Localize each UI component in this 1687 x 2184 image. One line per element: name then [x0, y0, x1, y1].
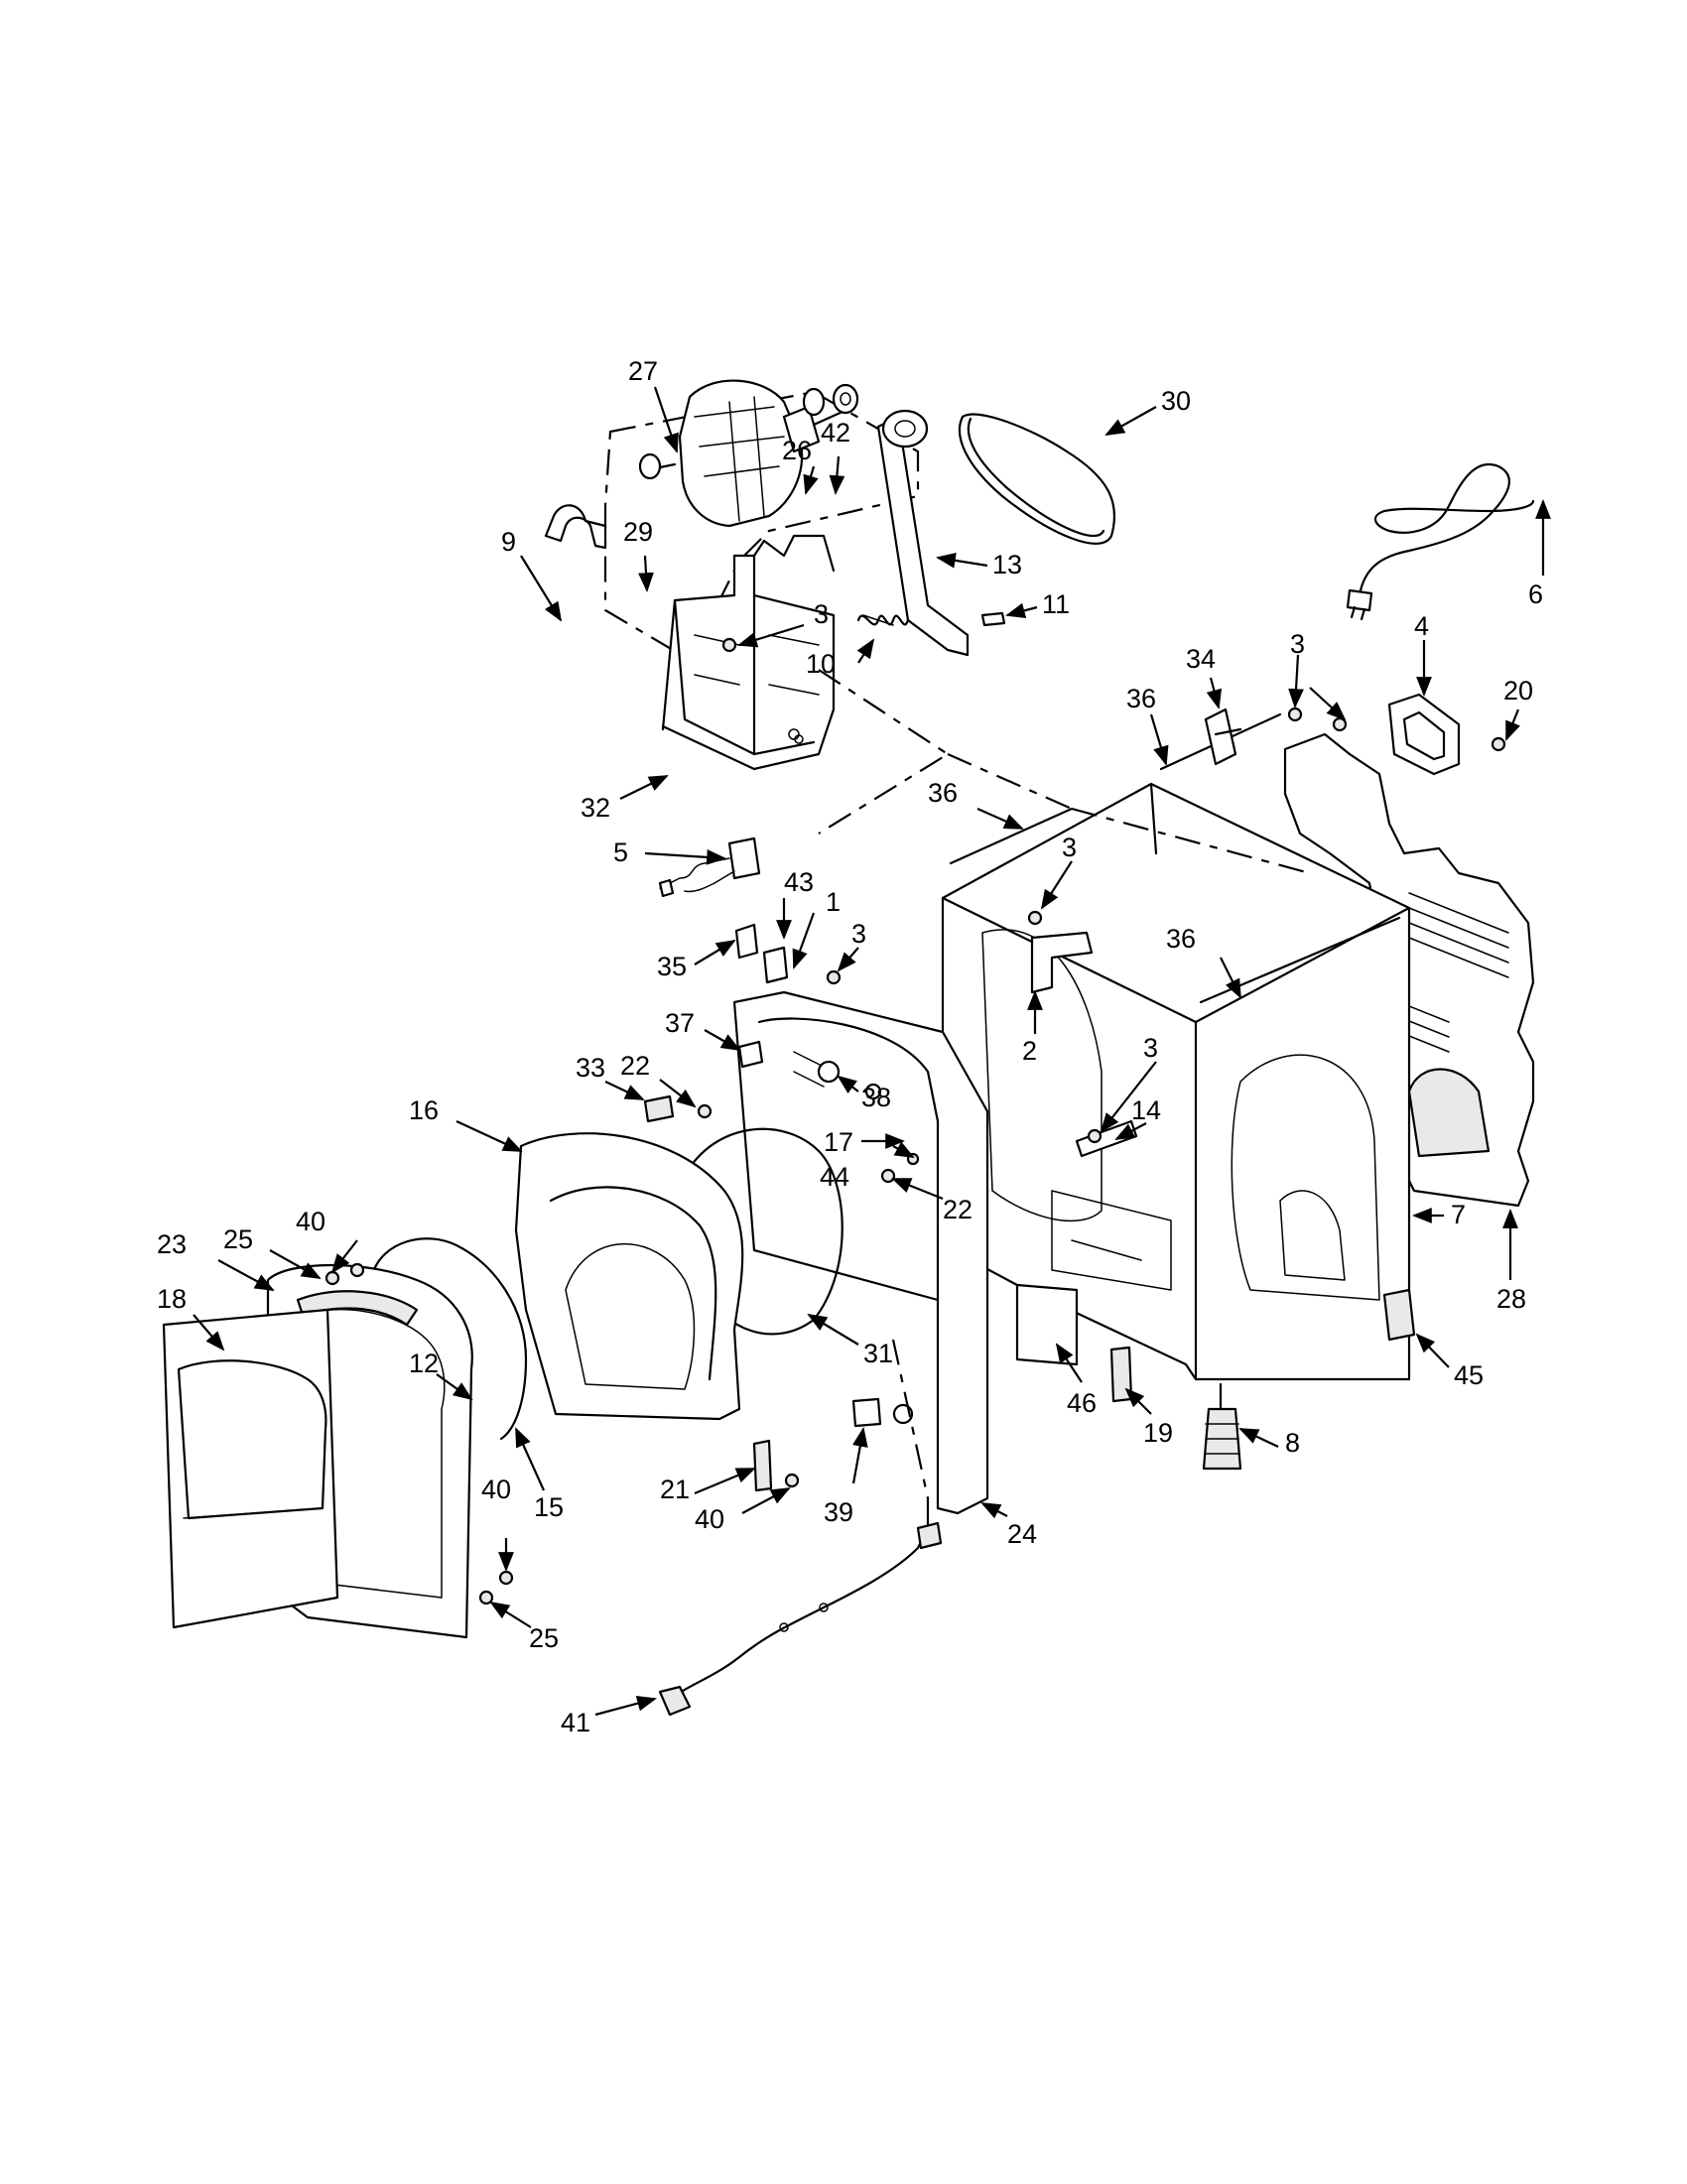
small-bracket-43 — [762, 946, 789, 984]
callout-35: 35 — [657, 952, 687, 981]
panel — [1015, 1283, 1079, 1366]
callout-41: 41 — [561, 1708, 590, 1737]
drum-seal — [683, 1127, 844, 1336]
callout-2: 2 — [1022, 1036, 1037, 1066]
callout-27: 27 — [628, 356, 658, 386]
callout-1: 1 — [826, 887, 841, 917]
callout-19: 19 — [1143, 1418, 1173, 1448]
callout-17: 17 — [824, 1127, 853, 1157]
hinge — [1109, 1346, 1133, 1403]
door-gasket — [370, 1237, 528, 1441]
callout-11: 11 — [1042, 589, 1070, 619]
callout-22-upper: 22 — [620, 1051, 650, 1081]
callout-8: 8 — [1285, 1428, 1300, 1458]
inner-door — [514, 1132, 744, 1421]
callout-3-lower: 3 — [1143, 1033, 1158, 1063]
motor-clamp — [544, 504, 607, 550]
top-strip-left — [949, 807, 1074, 865]
front-panel — [732, 990, 989, 1515]
callout-38: 38 — [861, 1083, 891, 1112]
callout-15: 15 — [534, 1492, 564, 1522]
callout-36-top: 36 — [1126, 684, 1156, 713]
screws — [324, 637, 1506, 1606]
latch-33 — [643, 1094, 675, 1123]
leveling-leg — [1202, 1382, 1242, 1471]
callout-14: 14 — [1131, 1095, 1161, 1125]
callout-3-cabinet: 3 — [1062, 833, 1077, 862]
callout-3-motor: 3 — [814, 599, 829, 629]
callout-18: 18 — [157, 1284, 187, 1314]
callout-20: 20 — [1503, 676, 1533, 706]
callout-37: 37 — [665, 1008, 695, 1038]
callout-16: 16 — [409, 1095, 439, 1125]
alignment-line-cabinet — [947, 752, 1073, 811]
callout-24: 24 — [1007, 1519, 1037, 1549]
door-hinge — [752, 1439, 773, 1492]
callout-6: 6 — [1528, 579, 1543, 609]
callout-22-lower: 22 — [943, 1195, 973, 1224]
power-cord — [1346, 463, 1535, 621]
callout-43: 43 — [784, 867, 814, 897]
callout-25-top: 25 — [223, 1224, 253, 1254]
callout-23: 23 — [157, 1229, 187, 1259]
callout-32: 32 — [581, 793, 610, 823]
callout-33: 33 — [576, 1053, 605, 1083]
idler-arm-assembly — [856, 409, 1006, 657]
motor-assembly-group — [603, 379, 920, 662]
access-cover — [1387, 693, 1461, 776]
callout-34: 34 — [1186, 644, 1216, 674]
callout-21: 21 — [660, 1475, 690, 1504]
callout-31: 31 — [863, 1339, 893, 1368]
callout-36-front: 36 — [1166, 924, 1196, 954]
callout-5: 5 — [613, 837, 628, 867]
motor-switch — [658, 836, 761, 898]
callout-9: 9 — [501, 527, 516, 557]
light-38 — [817, 1060, 841, 1084]
callout-12: 12 — [409, 1349, 439, 1378]
callout-13: 13 — [992, 550, 1022, 579]
callout-28: 28 — [1496, 1284, 1526, 1314]
clip — [1204, 707, 1242, 766]
block — [1382, 1288, 1416, 1342]
switch-37 — [737, 1040, 764, 1069]
callout-40-top: 40 — [296, 1207, 325, 1236]
callout-29: 29 — [623, 517, 653, 547]
callout-10: 10 — [806, 649, 836, 679]
cabinet — [941, 782, 1411, 1381]
callout-36-left: 36 — [928, 778, 958, 808]
alignment-line-front — [1071, 807, 1311, 875]
callout-46: 46 — [1067, 1388, 1097, 1418]
callout-40-side: 40 — [481, 1475, 511, 1504]
callout-45: 45 — [1454, 1360, 1484, 1390]
callout-arrows — [193, 386, 1551, 1717]
callout-4: 4 — [1414, 611, 1429, 641]
callout-44: 44 — [820, 1162, 849, 1192]
drive-belt — [958, 413, 1116, 545]
callout-7: 7 — [1451, 1200, 1466, 1229]
small-bracket-35 — [734, 923, 759, 960]
callout-26: 26 — [782, 436, 812, 465]
callout-25-bottom: 25 — [529, 1623, 559, 1653]
callout-39: 39 — [824, 1497, 853, 1527]
callout-42: 42 — [821, 418, 850, 448]
outer-door — [162, 1308, 339, 1629]
label-square — [851, 1397, 882, 1428]
motor-mount-bracket — [661, 534, 836, 771]
callout-30: 30 — [1161, 386, 1191, 416]
callout-labels: 27 42 26 29 9 30 13 11 3 10 32 5 6 4 20 … — [157, 356, 1543, 1737]
callout-3-front: 3 — [851, 919, 866, 949]
callout-40-lower: 40 — [695, 1504, 724, 1534]
wire-harness — [658, 1496, 943, 1717]
callout-3-top: 3 — [1290, 629, 1305, 659]
alignment-line-motor — [818, 669, 951, 835]
